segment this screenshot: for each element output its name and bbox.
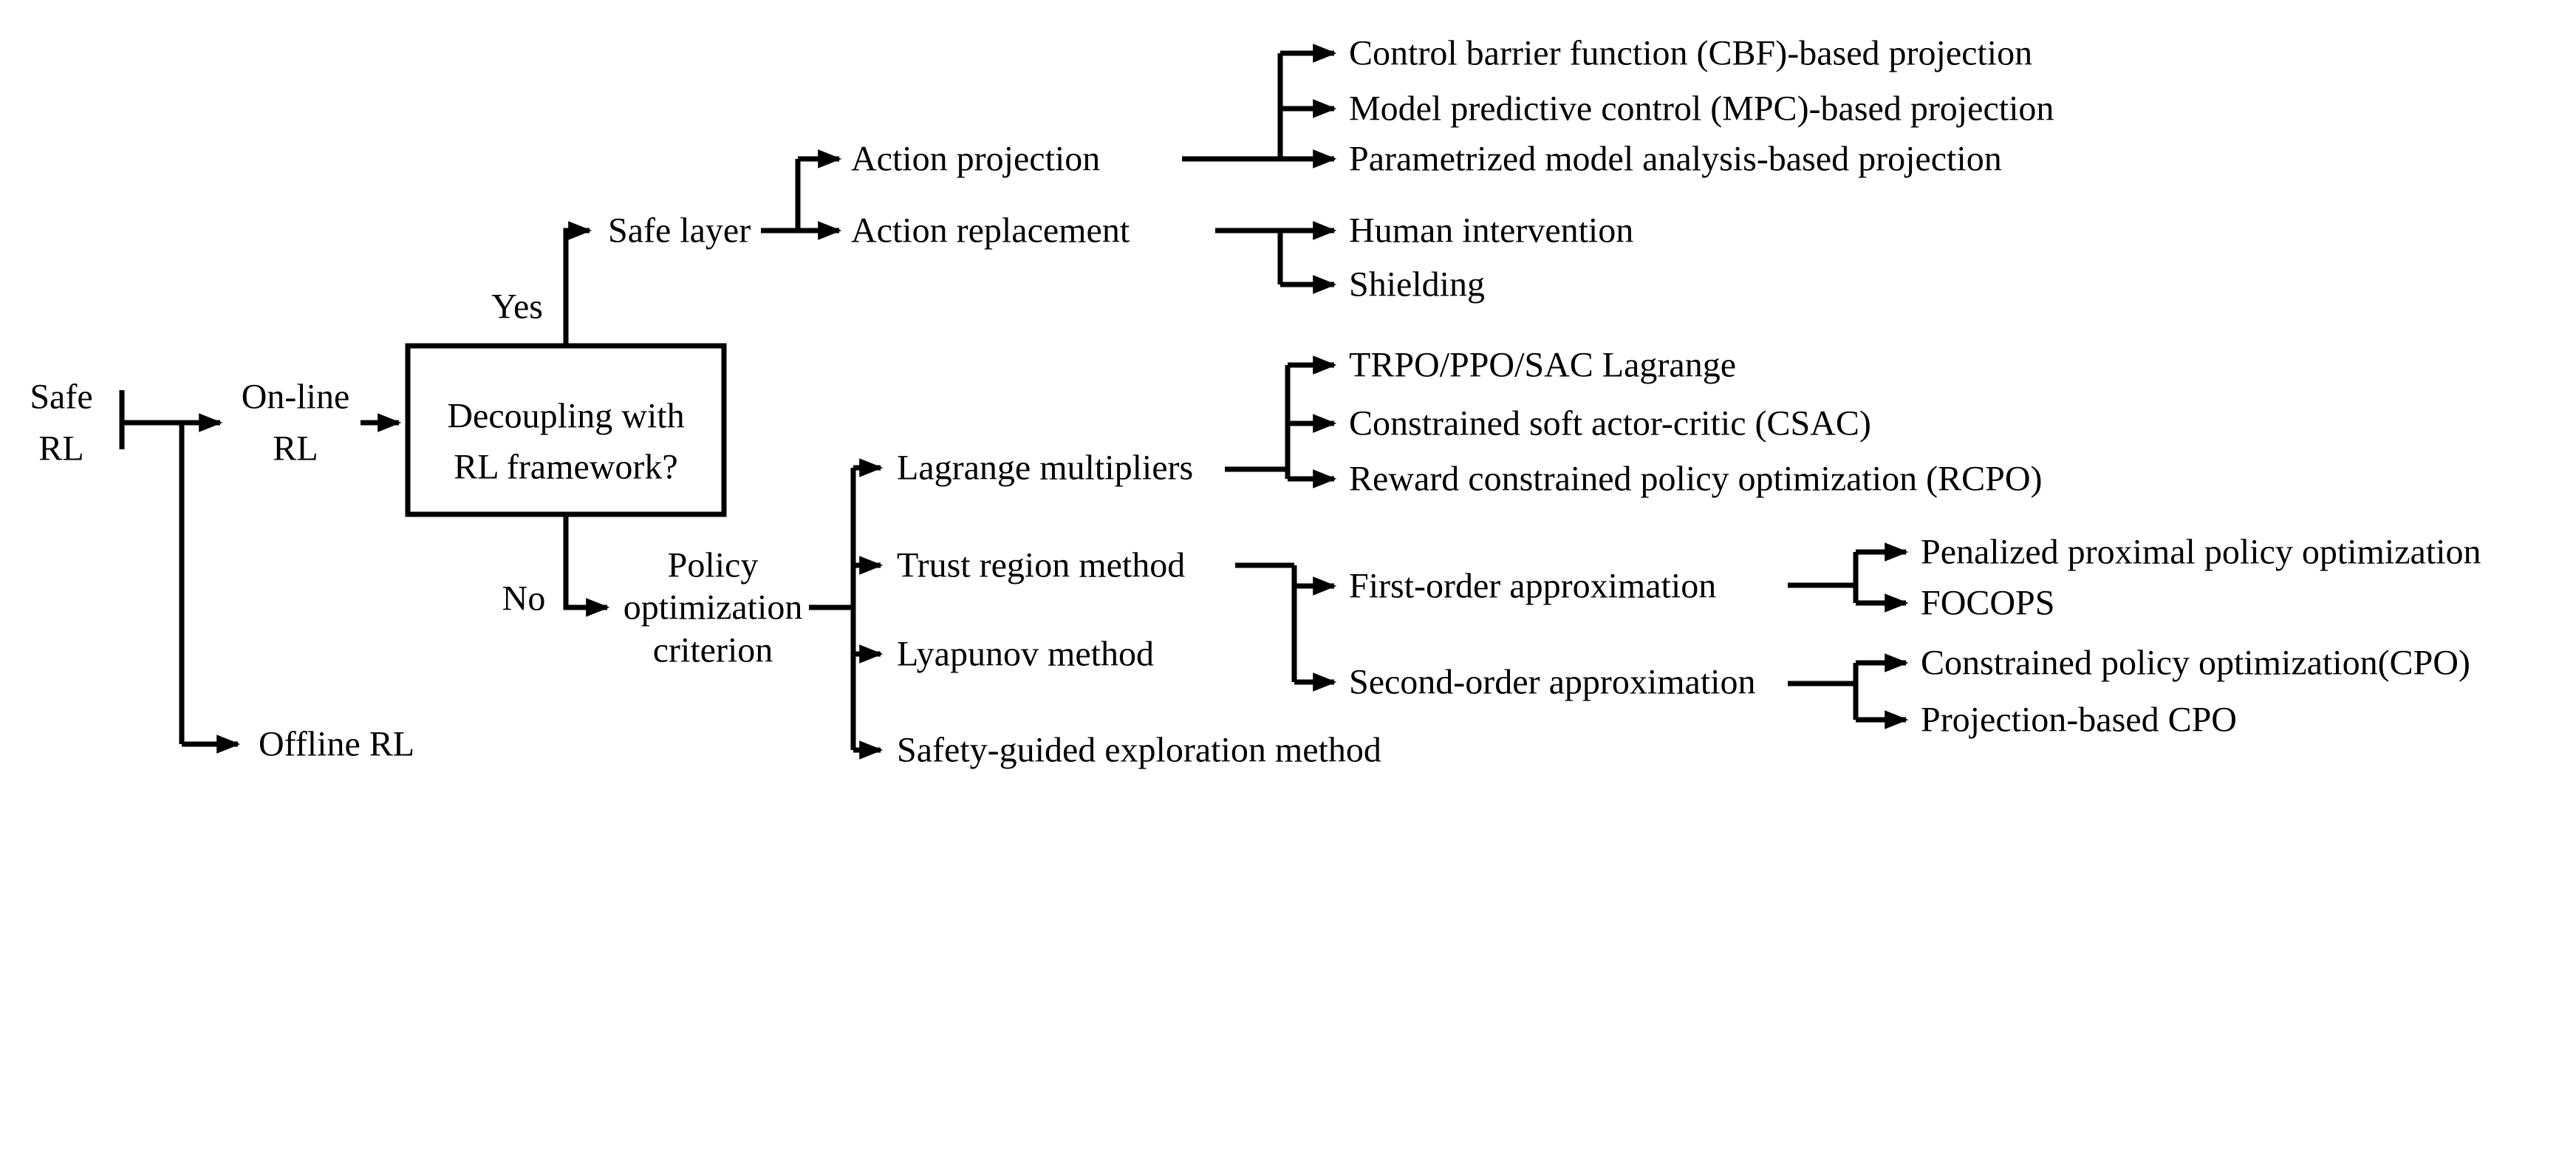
node-safe-rl-line2: RL [38, 429, 83, 469]
node-mpc-projection: Model predictive control (MPC)-based pro… [1349, 89, 2054, 129]
node-second-order-approximation: Second-order approximation [1349, 663, 1756, 702]
node-policy-criterion-line2: optimization [623, 588, 803, 627]
node-human-intervention: Human intervention [1349, 211, 1633, 251]
node-cbf-projection: Control barrier function (CBF)-based pro… [1349, 34, 2032, 73]
node-lagrange-multipliers: Lagrange multipliers [897, 449, 1193, 488]
node-cpo: Constrained policy optimization(CPO) [1921, 644, 2470, 683]
node-csac: Constrained soft actor-critic (CSAC) [1349, 404, 1871, 443]
decision-box-line1: Decoupling with [447, 397, 684, 436]
decision-box [405, 343, 727, 517]
no-branch-label: No [502, 579, 546, 619]
decision-box-line2: RL framework? [454, 448, 677, 487]
node-policy-criterion-line3: criterion [653, 631, 773, 670]
node-shielding: Shielding [1349, 265, 1485, 304]
node-focops: FOCOPS [1921, 584, 2054, 623]
node-trpo-ppo-sac-lagrange: TRPO/PPO/SAC Lagrange [1349, 346, 1736, 385]
node-safety-guided-exploration: Safety-guided exploration method [897, 731, 1381, 770]
node-safe-layer: Safe layer [608, 211, 751, 251]
edge-no-to-policy-criterion [563, 514, 610, 617]
node-trust-region-method: Trust region method [897, 546, 1185, 585]
node-lyapunov-method: Lyapunov method [897, 635, 1154, 674]
node-parametrized-projection: Parametrized model analysis-based projec… [1349, 140, 2002, 179]
node-action-replacement: Action replacement [851, 211, 1130, 251]
node-penalized-ppo: Penalized proximal policy optimization [1921, 533, 2481, 572]
node-policy-criterion-line1: Policy [668, 546, 759, 585]
node-action-projection: Action projection [851, 140, 1100, 179]
yes-branch-label: Yes [491, 287, 543, 327]
node-projection-based-cpo: Projection-based CPO [1921, 701, 2237, 740]
node-online-rl-line1: On-line [242, 378, 350, 417]
node-first-order-approximation: First-order approximation [1349, 567, 1716, 606]
node-safe-rl-line1: Safe [30, 378, 92, 417]
node-online-rl-line2: RL [273, 429, 318, 469]
node-offline-rl: Offline RL [259, 725, 414, 764]
node-rcpo: Reward constrained policy optimization (… [1349, 460, 2042, 499]
edge-yes-to-safe-layer [563, 221, 592, 346]
